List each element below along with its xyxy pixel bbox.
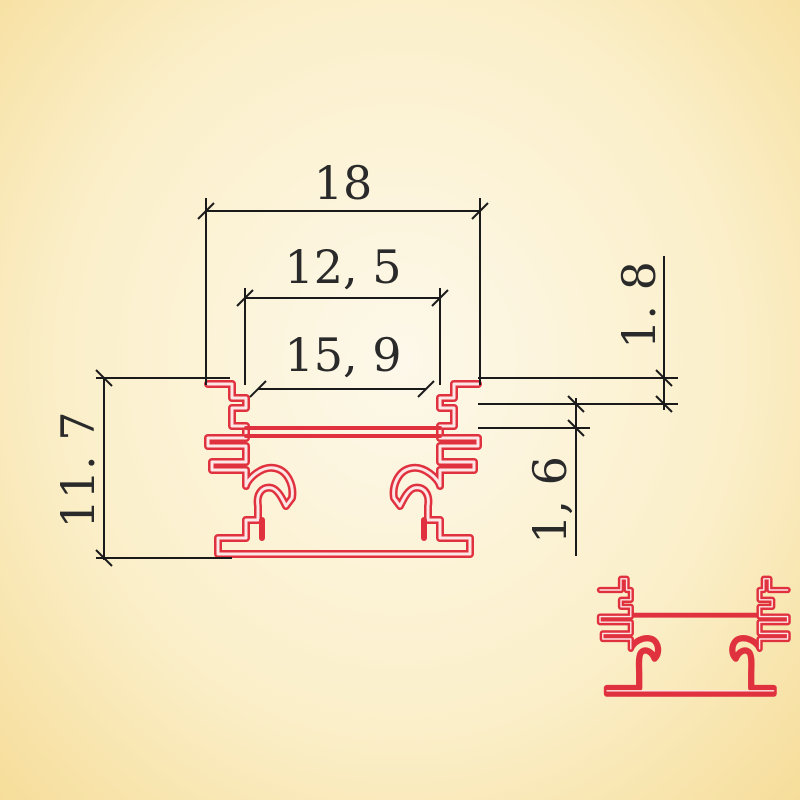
- tick: [431, 289, 449, 307]
- tick: [655, 395, 673, 413]
- tick: [249, 380, 267, 398]
- profile-center-web: [259, 517, 427, 541]
- tick: [567, 395, 585, 413]
- profile-outline-core: [206, 382, 480, 556]
- label-height: 11. 7: [51, 411, 105, 528]
- tick: [471, 202, 489, 220]
- preview-outline: [596, 575, 791, 697]
- label-right-bottom-step: 1, 6: [523, 456, 577, 544]
- dimension-lines: 18 12, 5 15, 9 11. 7 1. 8 1, 6: [51, 156, 678, 567]
- label-inner-top-width: 12, 5: [284, 240, 401, 294]
- profile-outline: [204, 380, 482, 558]
- tick: [567, 419, 585, 437]
- tick: [655, 369, 673, 387]
- main-profile: [204, 380, 482, 558]
- tick: [236, 289, 254, 307]
- tick: [417, 380, 435, 398]
- profile-top-bar: [244, 426, 442, 438]
- tick: [197, 202, 215, 220]
- preview-profile: [596, 575, 791, 697]
- preview-inner-lines: [599, 578, 789, 692]
- label-right-top-step: 1. 8: [612, 261, 666, 349]
- tick: [95, 549, 113, 567]
- tick: [95, 369, 113, 387]
- label-outer-width: 18: [314, 156, 373, 210]
- label-inner-bottom-width: 15, 9: [284, 328, 401, 382]
